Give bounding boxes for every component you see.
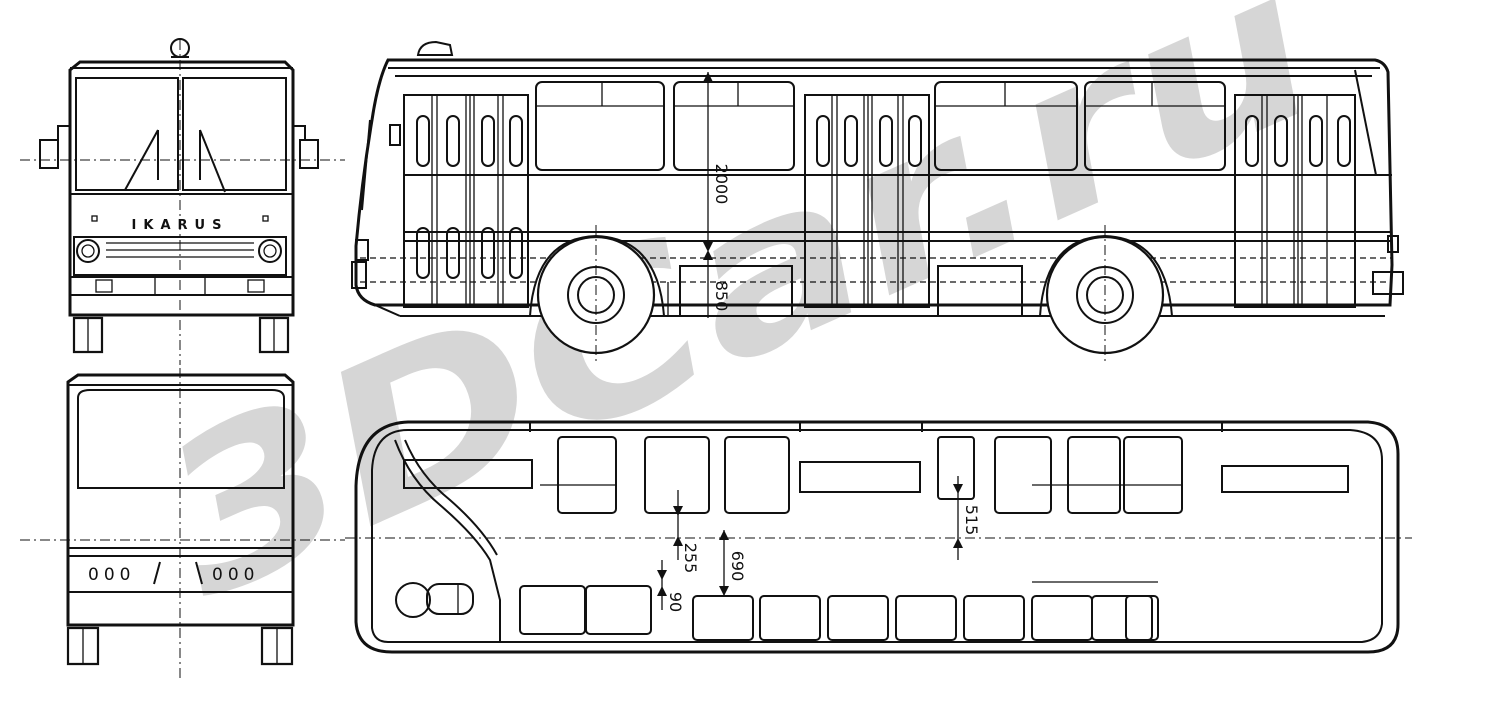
dim-floor-height: 850 <box>712 281 731 312</box>
dim-seat-depth: 515 <box>962 505 981 536</box>
side-view: 2000 850 <box>351 40 1404 365</box>
plan-view: 255 690 90 515 <box>345 420 1412 654</box>
dim-seat-gap: 90 <box>666 592 685 612</box>
front-badge: IKARUS <box>132 218 229 233</box>
rear-view: 000 000 <box>20 368 345 680</box>
dim-window-height: 2000 <box>712 164 731 205</box>
watermark-text: 3DCar.ru <box>126 0 1349 646</box>
rear-left-lights: 000 <box>88 565 135 585</box>
front-view: IKARUS <box>20 38 345 365</box>
rear-right-lights: 000 <box>212 565 259 585</box>
dim-aisle-width: 690 <box>728 551 747 582</box>
watermark: 3DCar.ru <box>126 0 1349 646</box>
dim-seat-offset: 255 <box>681 543 700 574</box>
